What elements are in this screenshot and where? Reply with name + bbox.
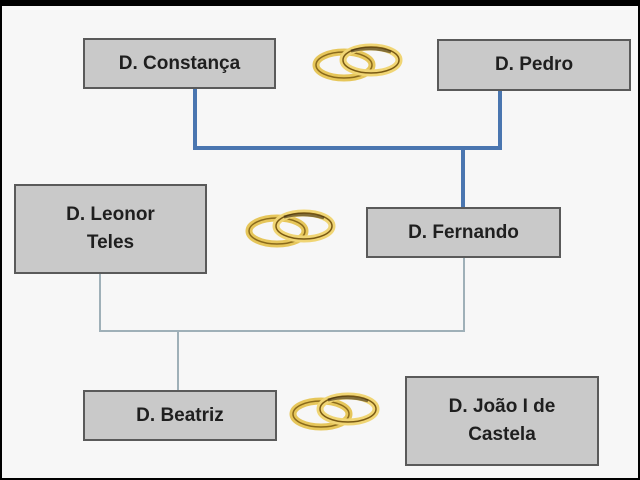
person-joao-i-de-castela: D. João I de Castela	[405, 376, 599, 466]
connector-to-fernando	[461, 146, 465, 208]
connector-to-beatriz	[177, 330, 179, 392]
person-leonor-name-line2: Teles	[86, 232, 135, 253]
person-fernando-name: D. Fernando	[408, 221, 519, 243]
wedding-rings-icon	[312, 43, 403, 82]
wedding-rings-icon	[289, 392, 380, 431]
person-beatriz: D. Beatriz	[83, 390, 277, 441]
wedding-rings-icon	[245, 209, 336, 248]
person-constanca: D. Constança	[83, 38, 276, 89]
connector-leonor-down	[99, 274, 101, 332]
person-beatriz-name: D. Beatriz	[136, 404, 224, 426]
person-joao-name-line1: D. João I de	[448, 396, 556, 418]
connector-second-horizontal	[99, 330, 465, 332]
person-joao-name-line2: Castela	[468, 424, 536, 445]
connector-constanca-down	[193, 88, 197, 150]
person-constanca-name: D. Constança	[118, 52, 241, 74]
family-tree-canvas: D. Constança D. Pedro D. Leonor Teles D.…	[2, 6, 638, 478]
person-leonor-teles: D. Leonor Teles	[14, 184, 207, 274]
connector-pedro-down	[498, 90, 502, 150]
person-pedro: D. Pedro	[437, 39, 631, 91]
person-pedro-name: D. Pedro	[494, 54, 574, 76]
connector-parents-horizontal	[193, 146, 502, 150]
connector-fernando-down	[463, 256, 465, 332]
person-leonor-name-line1: D. Leonor	[66, 204, 155, 226]
person-fernando: D. Fernando	[366, 207, 561, 258]
